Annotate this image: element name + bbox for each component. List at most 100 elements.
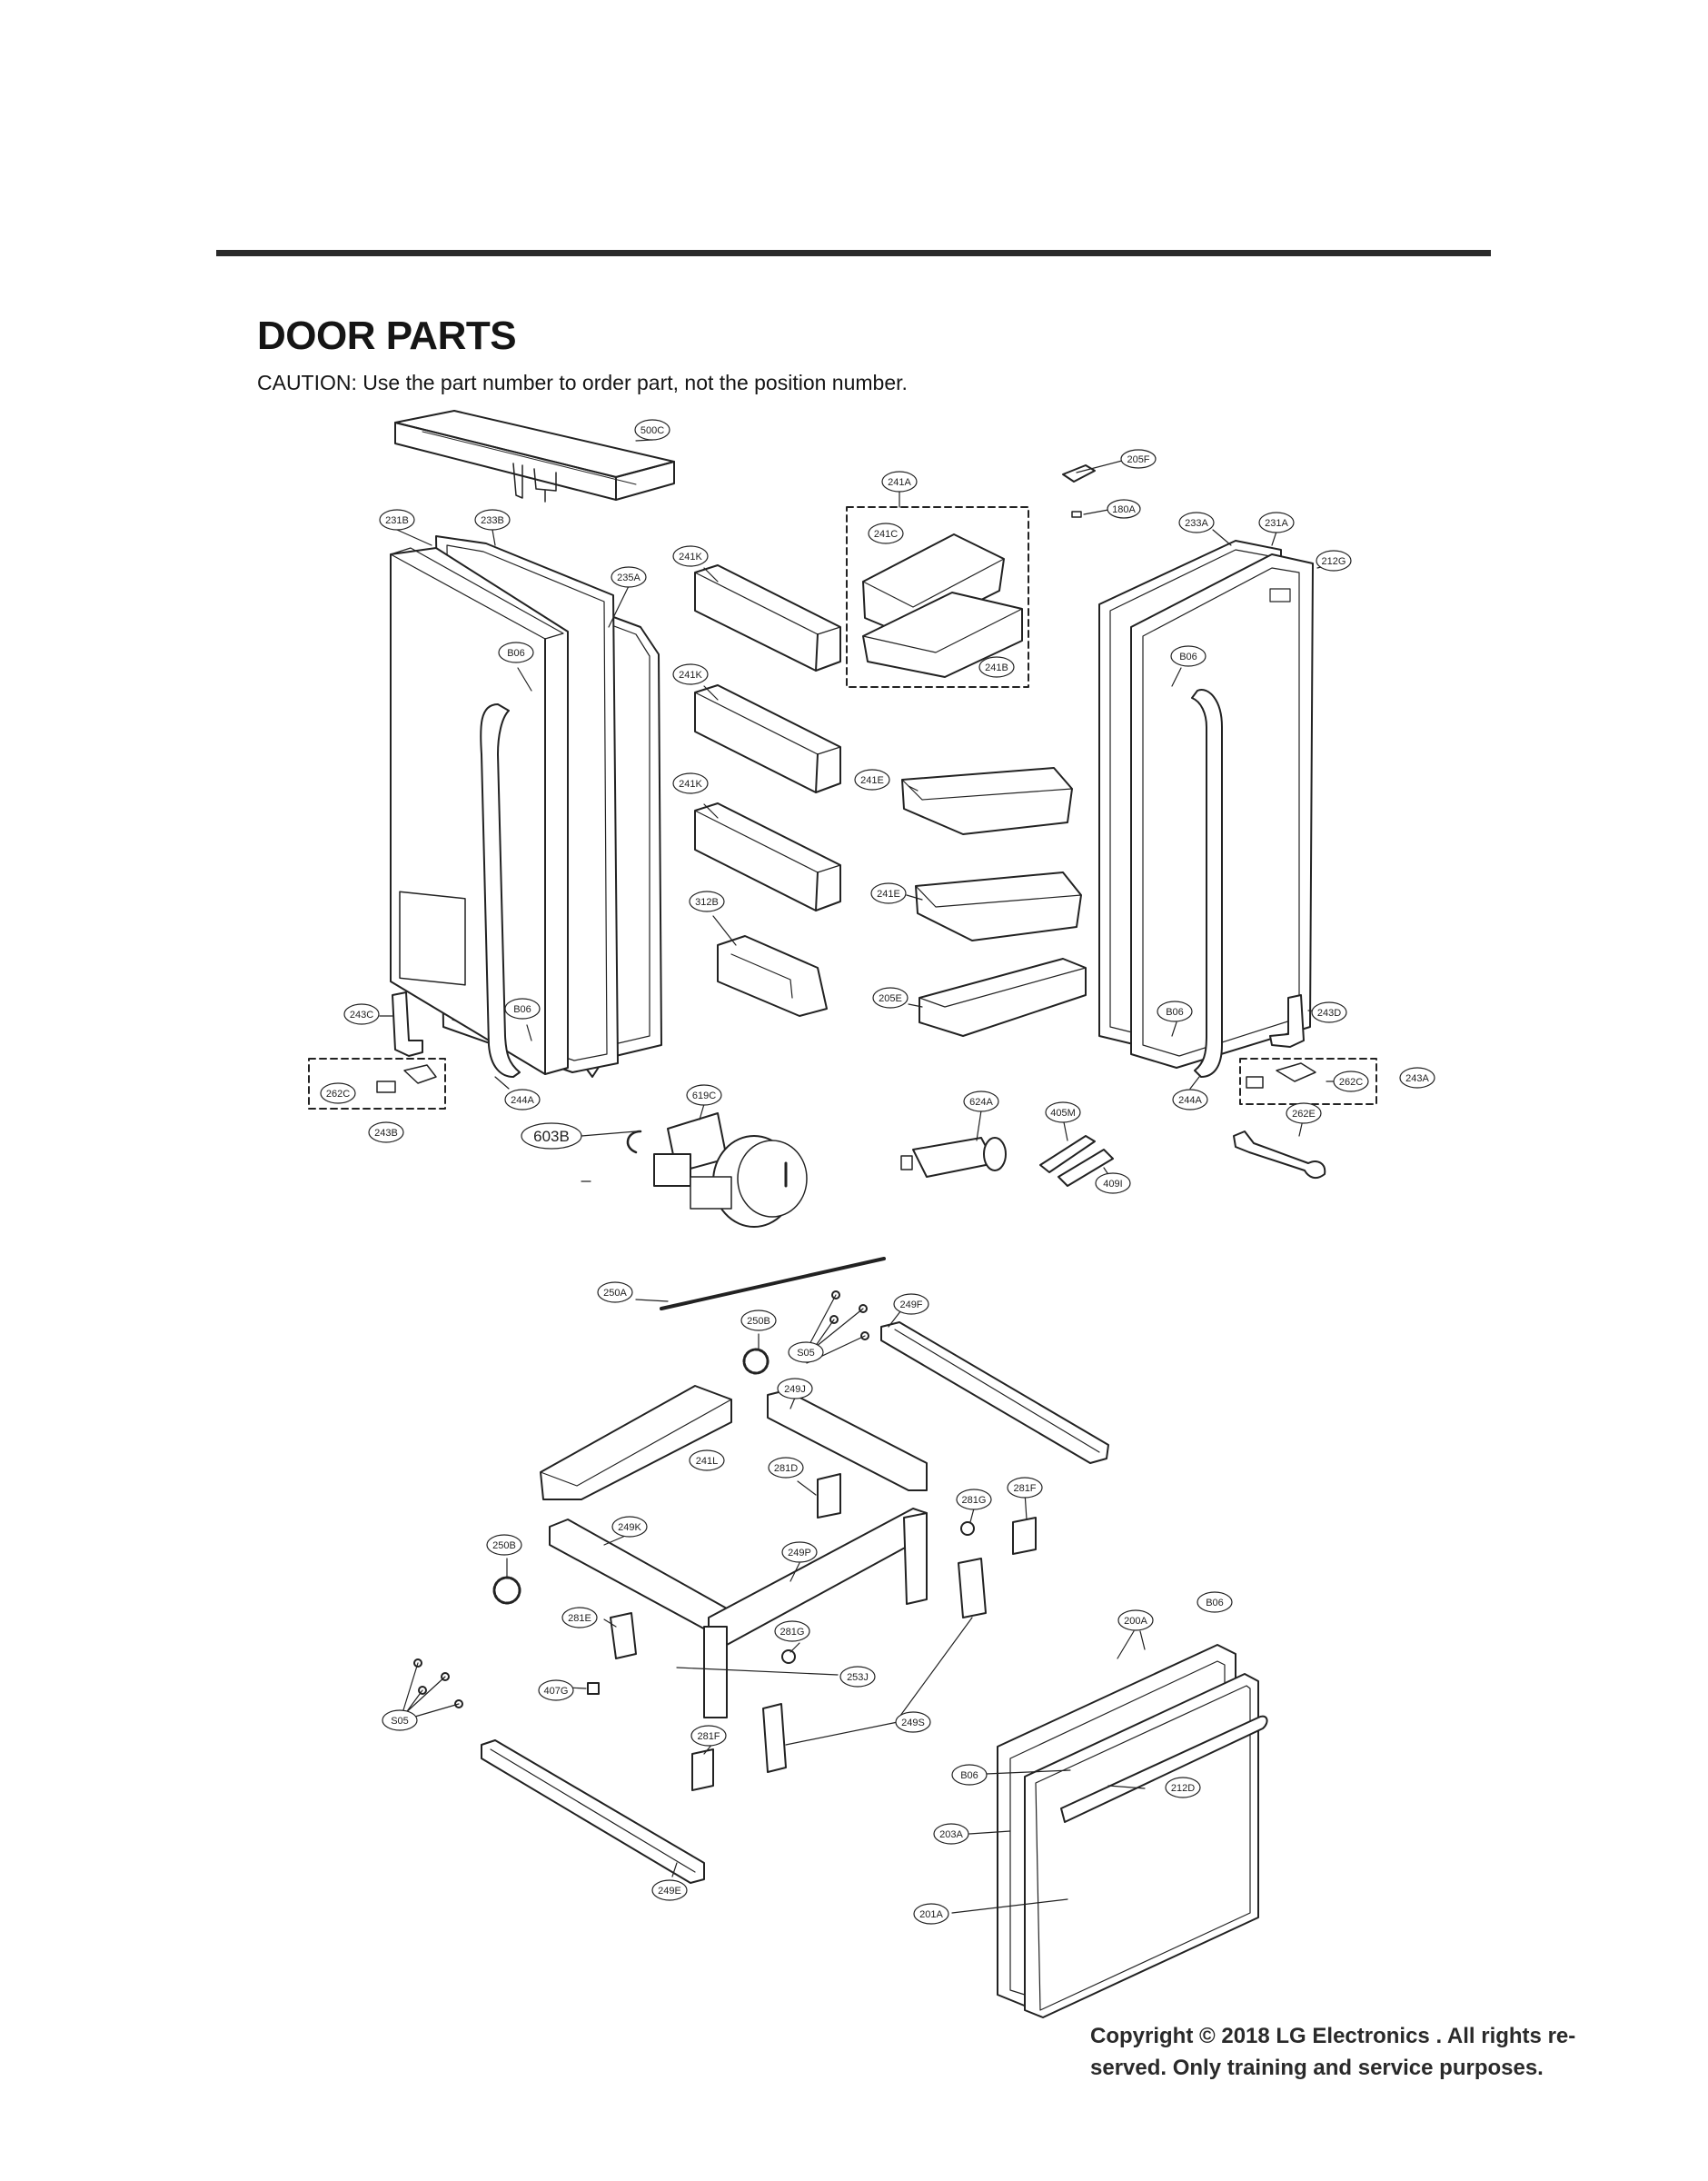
- part-243C-hinge: [392, 991, 423, 1057]
- label-B06: B06: [507, 648, 525, 659]
- label-407G: 407G: [544, 1686, 569, 1697]
- label-203A: 203A: [939, 1829, 963, 1840]
- label-212G: 212G: [1322, 556, 1346, 567]
- caution-note: CAUTION: Use the part number to order pa…: [257, 371, 908, 394]
- part-249E-rail: [481, 1739, 705, 1884]
- label-262E: 262E: [1292, 1109, 1316, 1120]
- part-241E-door-bins: [901, 767, 1082, 941]
- label-243A: 243A: [1405, 1073, 1429, 1084]
- part-241L-bin: [540, 1385, 732, 1500]
- part-205E-bin: [919, 958, 1087, 1037]
- label-241K: 241K: [679, 779, 702, 790]
- label-241B: 241B: [985, 662, 1008, 673]
- label-249J: 249J: [784, 1384, 806, 1395]
- label-253J: 253J: [847, 1672, 869, 1683]
- part-243D-hinge: [1269, 994, 1305, 1048]
- label-241E: 241E: [877, 889, 900, 900]
- part-249S-brackets: [762, 1558, 987, 1773]
- part-281F-cover-top: [1012, 1517, 1037, 1555]
- label-241C: 241C: [874, 529, 898, 540]
- label-249S: 249S: [901, 1718, 925, 1728]
- part-281G-nut-bottom: [781, 1649, 796, 1664]
- label-231A: 231A: [1265, 518, 1288, 529]
- part-250B-gear-bottom: [492, 1576, 521, 1605]
- label-201A: 201A: [919, 1909, 943, 1920]
- label-405M: 405M: [1050, 1108, 1076, 1119]
- label-180A: 180A: [1112, 504, 1136, 515]
- part-250B-gear-top: [742, 1348, 770, 1375]
- label-233A: 233A: [1185, 518, 1208, 529]
- label-200A: 200A: [1124, 1616, 1147, 1627]
- label-241L: 241L: [696, 1456, 718, 1467]
- label-212D: 212D: [1171, 1783, 1195, 1794]
- label-281F: 281F: [697, 1731, 720, 1742]
- label-241E: 241E: [860, 775, 884, 786]
- part-281F-cover-bottom: [691, 1748, 714, 1791]
- part-312B-bracket: [717, 935, 828, 1017]
- label-B06: B06: [1179, 652, 1197, 662]
- label-244A: 244A: [511, 1095, 534, 1106]
- part-243B-hinge-group: [308, 1058, 446, 1110]
- copyright-line-2: served. Only training and service purpos…: [1090, 2056, 1544, 2080]
- part-241K-door-bins: [694, 564, 841, 911]
- label-235A: 235A: [617, 573, 640, 583]
- label-281F: 281F: [1013, 1483, 1036, 1494]
- label-243C: 243C: [350, 1010, 373, 1021]
- part-603B-clip: [626, 1130, 642, 1154]
- label-500C: 500C: [640, 425, 664, 436]
- label-243B: 243B: [374, 1128, 398, 1139]
- label-S05: S05: [391, 1716, 409, 1727]
- label-281D: 281D: [774, 1463, 798, 1474]
- callout-labels: 500C 205F 241A 180A 231B 233B 233A 231A …: [326, 425, 1430, 1920]
- part-250A-rod: [660, 1257, 886, 1310]
- part-407G-bolt: [587, 1682, 600, 1695]
- label-619C: 619C: [692, 1090, 716, 1101]
- label-262C: 262C: [1339, 1077, 1363, 1088]
- label-249E: 249E: [658, 1886, 681, 1897]
- label-281G: 281G: [780, 1627, 805, 1638]
- label-233B: 233B: [481, 515, 504, 526]
- part-S05-screws-top: [829, 1290, 869, 1340]
- label-B06: B06: [1166, 1007, 1184, 1018]
- page-title: DOOR PARTS: [257, 314, 517, 358]
- label-603B: 603B: [533, 1128, 570, 1145]
- label-249P: 249P: [788, 1548, 811, 1559]
- label-231B: 231B: [385, 515, 409, 526]
- label-B06: B06: [513, 1004, 531, 1015]
- right-door-assembly: [1098, 540, 1314, 1078]
- label-241K: 241K: [679, 552, 702, 563]
- header-rule: [216, 250, 1491, 256]
- label-281E: 281E: [568, 1613, 591, 1624]
- part-619C-valve-assembly: [653, 1112, 808, 1228]
- label-241A: 241A: [888, 477, 911, 488]
- copyright-line-1: Copyright © 2018 LG Electronics . All ri…: [1090, 2024, 1576, 2048]
- callout-bubbles: [320, 419, 1435, 1925]
- part-281D-cover: [817, 1473, 841, 1519]
- freezer-drawer-door: [997, 1644, 1268, 2018]
- part-249F-rail: [880, 1321, 1109, 1464]
- part-241A-dairy-group: [846, 506, 1029, 688]
- label-409I: 409I: [1103, 1179, 1122, 1190]
- label-250B: 250B: [492, 1540, 516, 1551]
- label-S05: S05: [797, 1348, 815, 1359]
- label-249F: 249F: [899, 1300, 922, 1310]
- label-B06: B06: [1206, 1598, 1224, 1608]
- label-241K: 241K: [679, 670, 702, 681]
- label-249K: 249K: [618, 1522, 641, 1533]
- label-624A: 624A: [969, 1097, 993, 1108]
- label-244A: 244A: [1178, 1095, 1202, 1106]
- left-door-assembly: [390, 535, 662, 1078]
- label-250A: 250A: [603, 1288, 627, 1299]
- part-262E-wrench: [1233, 1130, 1326, 1180]
- label-312B: 312B: [695, 897, 719, 908]
- part-624A-water-filter: [900, 1137, 1007, 1178]
- part-281G-nut-top: [960, 1521, 975, 1536]
- part-500C-top-cover: [394, 410, 675, 503]
- label-B06: B06: [960, 1770, 978, 1781]
- part-281E-cover: [610, 1612, 637, 1659]
- leader-lines: [379, 439, 1355, 1914]
- label-243D: 243D: [1317, 1008, 1341, 1019]
- label-281G: 281G: [962, 1495, 987, 1506]
- label-205F: 205F: [1127, 454, 1149, 465]
